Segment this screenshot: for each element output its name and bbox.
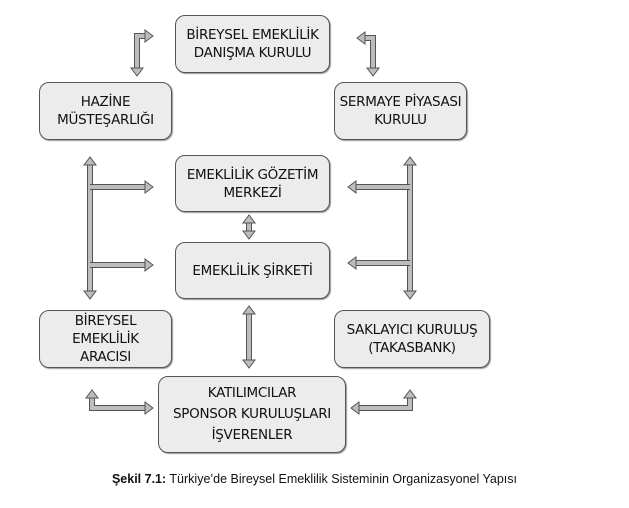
figure-caption: Şekil 7.1: Türkiye’de Bireysel Emeklilik… (0, 472, 629, 486)
node-danisma-kurulu: BİREYSEL EMEKLİLİK DANIŞMA KURULU (175, 15, 330, 73)
arrowhead-icon (242, 230, 256, 240)
arrow-araci-katilimcilar (89, 398, 145, 411)
node-emeklilik-sirketi: EMEKLİLİK ŞİRKETİ (175, 242, 330, 299)
node-label: KATILIMCILAR SPONSOR KURULUŞLARI İŞVEREN… (173, 385, 331, 443)
node-hazine: HAZİNE MÜSTEŞARLIĞI (39, 82, 172, 140)
arrowhead-icon (83, 290, 97, 300)
node-saklayici: SAKLAYICI KURULUŞ (TAKASBANK) (334, 310, 490, 368)
caption-label: Şekil 7.1: (111, 472, 167, 486)
arrowhead-icon (144, 180, 154, 194)
arrow-hazine-danisma (134, 33, 145, 69)
arrowhead-icon (144, 258, 154, 272)
node-label: BİREYSEL EMEKLİLİK DANIŞMA KURULU (186, 27, 319, 61)
arrow-saklayici-katilimcilar (359, 398, 413, 411)
arrowhead-icon (144, 401, 154, 415)
arrowhead-icon (242, 214, 256, 224)
arrowhead-icon (242, 359, 256, 369)
node-label: HAZİNE MÜSTEŞARLIĞI (57, 94, 154, 128)
arrowhead-icon (366, 67, 380, 77)
arrowhead-icon (403, 389, 417, 399)
arrowhead-icon (356, 31, 366, 45)
arrow-spk-danisma (365, 35, 376, 69)
node-spk: SERMAYE PİYASASI KURULU (334, 82, 467, 140)
arrowhead-icon (85, 389, 99, 399)
node-katilimcilar: KATILIMCILAR SPONSOR KURULUŞLARI İŞVEREN… (158, 376, 346, 453)
caption-text: Türkiye’de Bireysel Emeklilik Sisteminin… (166, 472, 518, 486)
arrowhead-icon (403, 290, 417, 300)
node-label: EMEKLİLİK ŞİRKETİ (192, 262, 313, 279)
arrowhead-icon (83, 156, 97, 166)
arrowhead-icon (242, 305, 256, 315)
node-label: SERMAYE PİYASASI KURULU (339, 94, 462, 128)
node-label: BİREYSEL EMEKLİLİK ARACISI (72, 313, 139, 365)
arrowhead-icon (130, 67, 144, 77)
node-label: EMEKLİLİK GÖZETİM MERKEZİ (186, 166, 319, 201)
arrowhead-icon (347, 180, 357, 194)
node-label: SAKLAYICI KURULUŞ (TAKASBANK) (346, 322, 478, 356)
arrowhead-icon (350, 401, 360, 415)
arrowhead-icon (144, 29, 154, 43)
arrowhead-icon (347, 256, 357, 270)
arrowhead-icon (403, 156, 417, 166)
node-gozetim-merkezi: EMEKLİLİK GÖZETİM MERKEZİ (175, 155, 330, 212)
node-aracisi: BİREYSEL EMEKLİLİK ARACISI (39, 310, 172, 368)
